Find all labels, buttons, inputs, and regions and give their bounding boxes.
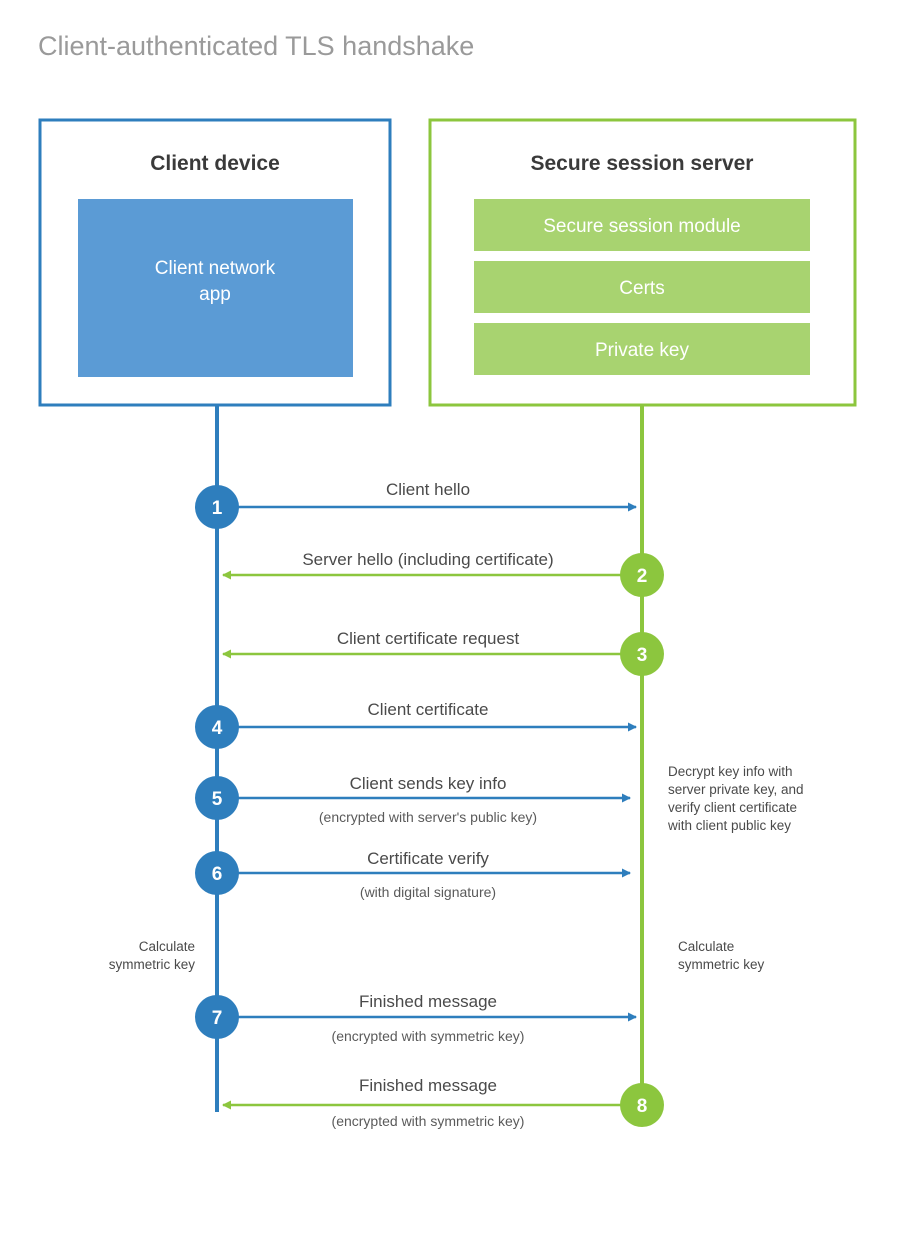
step-5-number: 5 <box>212 789 223 810</box>
secure-session-module-box <box>474 199 810 251</box>
secure-session-module-label: Secure session module <box>543 216 741 237</box>
step-7-label: Finished message <box>359 992 497 1011</box>
step-2-number: 2 <box>637 566 648 587</box>
client-calc-note-line-1: Calculate <box>139 939 195 954</box>
certs-box <box>474 261 810 313</box>
step-6-label: Certificate verify <box>367 849 489 868</box>
server-calc-note-line-2: symmetric key <box>678 957 765 972</box>
step-4-label: Client certificate <box>368 700 489 719</box>
step-2-label: Server hello (including certificate) <box>302 550 553 569</box>
step-5-sublabel: (encrypted with server's public key) <box>319 809 537 825</box>
step-4-number: 4 <box>212 718 223 739</box>
step-3-number: 3 <box>637 645 648 666</box>
step-7-group: Finished message (encrypted with symmetr… <box>195 992 637 1044</box>
step-3-group: Client certificate request 3 <box>222 629 664 676</box>
secure-session-server-panel: Secure session server Secure session mod… <box>428 118 857 407</box>
page-title: Client-authenticated TLS handshake <box>38 31 474 61</box>
server-decrypt-note-line-4: with client public key <box>667 818 791 833</box>
step-1-label: Client hello <box>386 480 470 499</box>
private-key-box <box>474 323 810 375</box>
step-8-label: Finished message <box>359 1076 497 1095</box>
client-device-panel: Client device Client network app <box>38 118 392 407</box>
client-network-app-label-line2: app <box>199 284 231 305</box>
client-network-app-label-line1: Client network <box>155 258 276 279</box>
step-5-group: Client sends key info (encrypted with se… <box>195 774 631 825</box>
step-1-group: Client hello 1 <box>195 480 637 529</box>
step-8-group: Finished message (encrypted with symmetr… <box>222 1076 664 1129</box>
client-calculate-symmetric-key-note: Calculate symmetric key <box>109 939 196 972</box>
step-6-badge <box>195 851 239 895</box>
step-2-badge <box>620 553 664 597</box>
step-8-number: 8 <box>637 1096 648 1117</box>
step-6-group: Certificate verify (with digital signatu… <box>195 849 631 900</box>
step-5-label: Client sends key info <box>350 774 507 793</box>
step-6-sublabel: (with digital signature) <box>360 884 496 900</box>
step-3-badge <box>620 632 664 676</box>
step-7-badge <box>195 995 239 1039</box>
step-7-number: 7 <box>212 1008 223 1029</box>
step-3-label: Client certificate request <box>337 629 520 648</box>
step-5-badge <box>195 776 239 820</box>
step-6-number: 6 <box>212 864 223 885</box>
server-decrypt-note-line-2: server private key, and <box>668 782 804 797</box>
step-8-badge <box>620 1083 664 1127</box>
server-decrypt-note: Decrypt key info with server private key… <box>667 764 804 833</box>
server-decrypt-note-line-3: verify client certificate <box>668 800 797 815</box>
server-calculate-symmetric-key-note: Calculate symmetric key <box>678 939 765 972</box>
step-7-sublabel: (encrypted with symmetric key) <box>332 1028 525 1044</box>
step-8-sublabel: (encrypted with symmetric key) <box>332 1113 525 1129</box>
client-calc-note-line-2: symmetric key <box>109 957 196 972</box>
step-4-badge <box>195 705 239 749</box>
server-calc-note-line-1: Calculate <box>678 939 734 954</box>
step-1-number: 1 <box>212 498 223 519</box>
step-2-group: Server hello (including certificate) 2 <box>222 550 664 597</box>
server-decrypt-note-line-1: Decrypt key info with <box>668 764 793 779</box>
client-network-app-box <box>78 199 353 377</box>
step-1-badge <box>195 485 239 529</box>
private-key-label: Private key <box>595 340 689 361</box>
client-panel-title: Client device <box>150 152 280 175</box>
step-4-group: Client certificate 4 <box>195 700 637 749</box>
certs-label: Certs <box>619 278 664 299</box>
server-panel-title: Secure session server <box>531 152 754 175</box>
